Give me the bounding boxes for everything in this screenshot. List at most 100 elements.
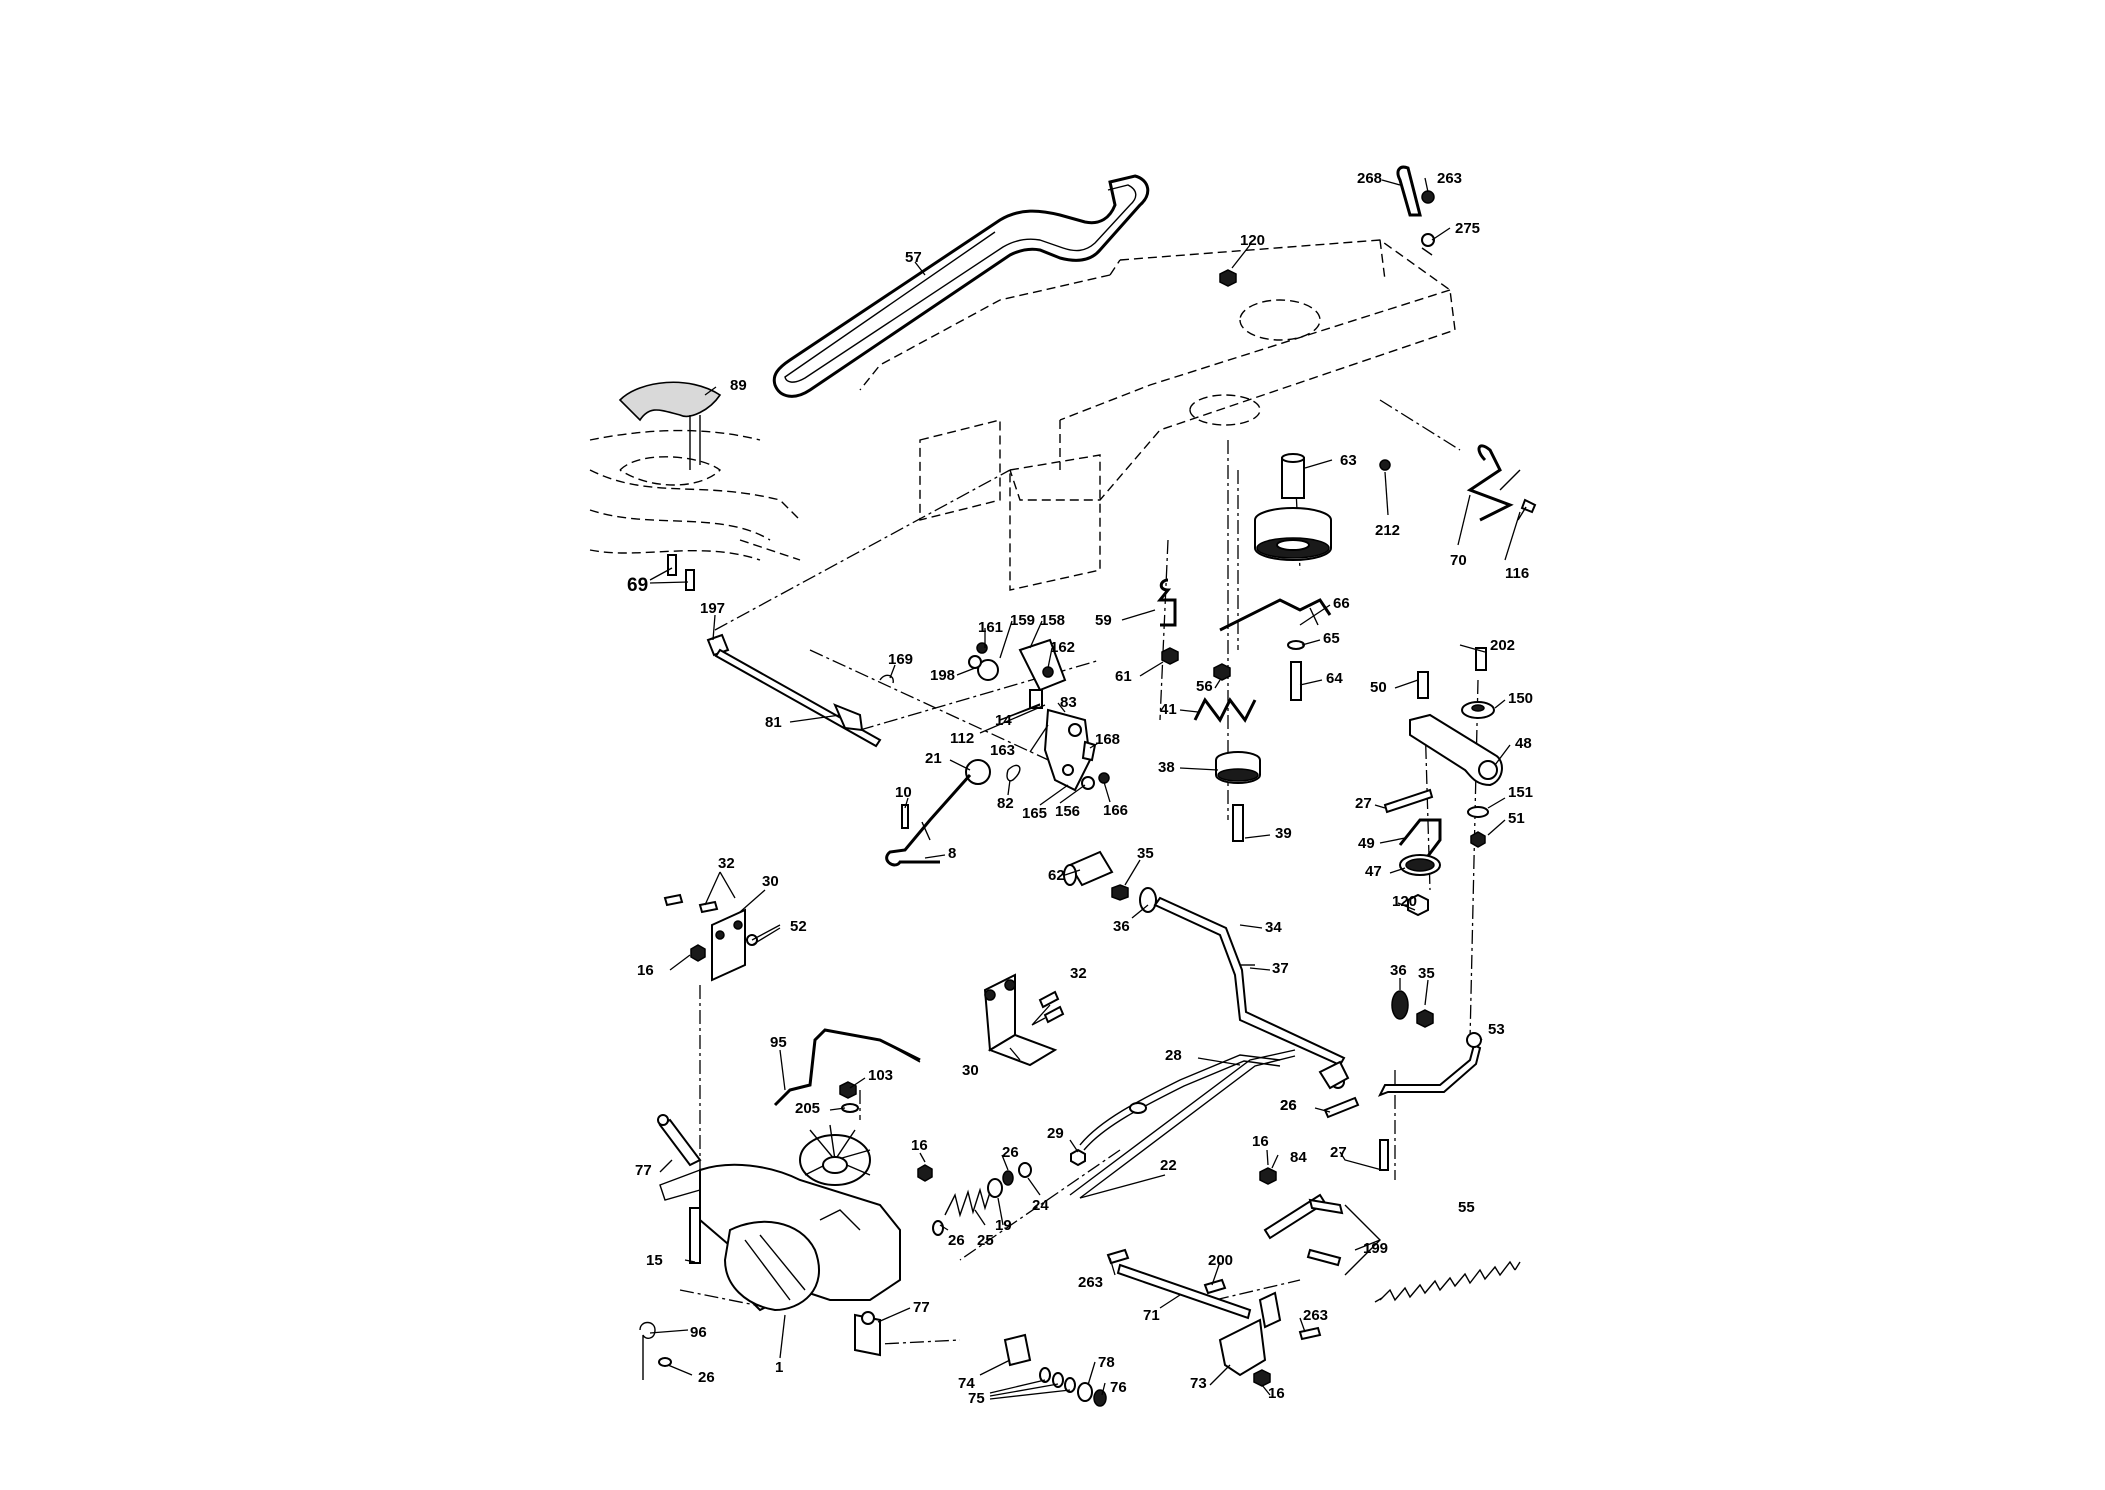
part-label: 10 — [895, 784, 912, 801]
nut-120-lower — [1407, 893, 1429, 917]
part-label: 198 — [930, 667, 955, 684]
part-label: 76 — [1110, 1379, 1127, 1396]
part-label: 49 — [1358, 835, 1375, 852]
hardware-103-205 — [839, 1081, 859, 1113]
bolts-69 — [667, 554, 695, 591]
part-label: 26 — [1280, 1097, 1297, 1114]
bolt-200 — [1203, 1278, 1227, 1295]
bolt-27-upper — [1383, 788, 1434, 814]
bolt-50 — [1417, 671, 1429, 699]
pulley-63 — [1254, 453, 1332, 561]
rod-71 — [1106, 1248, 1252, 1320]
nut-16-center — [917, 1164, 933, 1182]
part-label: 25 — [977, 1232, 994, 1249]
hardware-151-51 — [1467, 806, 1489, 848]
part-label: 1 — [775, 1359, 783, 1376]
part-label: 78 — [1098, 1354, 1115, 1371]
rod-95 — [773, 1028, 921, 1107]
part-label: 275 — [1455, 220, 1480, 237]
bracket-30-lower — [983, 973, 1058, 1067]
part-label: 30 — [762, 873, 779, 890]
spring-25 — [944, 1185, 993, 1218]
part-label: 26 — [948, 1232, 965, 1249]
bracket-cluster — [879, 638, 1067, 709]
rod-66 — [1219, 598, 1332, 632]
part-label: 16 — [1252, 1133, 1269, 1150]
part-label: 169 — [888, 651, 913, 668]
bracket-84 — [1259, 1167, 1381, 1276]
part-label: 89 — [730, 377, 747, 394]
part-label: 16 — [1268, 1385, 1285, 1402]
rod-77-lower — [854, 1311, 881, 1357]
part-label: 64 — [1326, 670, 1343, 687]
part-label: 73 — [1190, 1375, 1207, 1392]
part-label: 71 — [1143, 1307, 1160, 1324]
part-label: 27 — [1330, 1144, 1347, 1161]
part-label: 205 — [795, 1100, 820, 1117]
part-label: 19 — [995, 1217, 1012, 1234]
part-label: 263 — [1437, 170, 1462, 187]
part-label: 166 — [1103, 802, 1128, 819]
part-label: 15 — [646, 1252, 663, 1269]
part-label: 56 — [1196, 678, 1213, 695]
part-label: 59 — [1095, 612, 1112, 629]
part-label: 30 — [962, 1062, 979, 1079]
part-label: 162 — [1050, 639, 1075, 656]
part-label: 14 — [995, 712, 1012, 729]
hardware-61-56-65-64 — [1161, 640, 1305, 701]
rod-77-upper — [657, 1114, 702, 1167]
small-hardware — [1081, 740, 1110, 790]
part-label: 8 — [948, 845, 956, 862]
part-label: 63 — [1340, 452, 1357, 469]
part-label: 29 — [1047, 1125, 1064, 1142]
part-label: 32 — [1070, 965, 1087, 982]
axle-hardware — [1003, 1333, 1107, 1407]
part-label: 26 — [1002, 1144, 1019, 1161]
nut-120-top — [1219, 269, 1237, 287]
bolt-15 — [689, 1207, 701, 1264]
part-label: 263 — [1078, 1274, 1103, 1291]
part-label: 202 — [1490, 637, 1515, 654]
part-label: 120 — [1392, 893, 1417, 910]
part-label: 75 — [968, 1390, 985, 1407]
drive-belt — [772, 174, 1150, 398]
part-label: 70 — [1450, 552, 1467, 569]
part-label: 37 — [1272, 960, 1289, 977]
lever-8 — [885, 774, 972, 867]
part-label: 16 — [637, 962, 654, 979]
part-label: 26 — [1280, 1097, 1297, 1114]
hairpin-assembly — [1396, 165, 1435, 256]
part-label: 62 — [1048, 867, 1065, 884]
part-label: 36 — [1390, 962, 1407, 979]
part-label: 48 — [1515, 735, 1532, 752]
part-label: 163 — [990, 742, 1015, 759]
part-label: 27 — [1355, 795, 1372, 812]
pulley-38 — [1215, 751, 1261, 784]
part-label: 77 — [913, 1299, 930, 1316]
part-label: 50 — [1370, 679, 1387, 696]
part-label: 53 — [1488, 1021, 1505, 1038]
bolt-26-27-right — [1318, 1060, 1389, 1171]
rod-53 — [1377, 1032, 1482, 1097]
washer-35-36 — [1111, 884, 1157, 913]
bolt-263-right — [1298, 1326, 1322, 1341]
part-label: 77 — [635, 1162, 652, 1179]
part-label: 151 — [1508, 784, 1533, 801]
part-label: 74 — [958, 1375, 975, 1392]
part-label: 51 — [1508, 810, 1525, 827]
bolt-39 — [1232, 804, 1244, 842]
bracket-59 — [1156, 578, 1177, 627]
part-label: 161 — [978, 619, 1003, 636]
part-label: 82 — [997, 795, 1014, 812]
part-label: 16 — [911, 1137, 928, 1154]
bracket-49-pulley-47 — [1398, 818, 1442, 876]
part-label: 41 — [1160, 701, 1177, 718]
bolt-212 — [1379, 459, 1391, 471]
part-label: 268 — [1357, 170, 1382, 187]
part-label: 84 — [1290, 1149, 1307, 1166]
knob-21 — [965, 759, 991, 785]
part-label: 200 — [1208, 1252, 1233, 1269]
rod-28 — [1079, 1054, 1281, 1151]
bracket-30-upper — [663, 893, 758, 982]
part-label: 69 — [627, 575, 648, 596]
